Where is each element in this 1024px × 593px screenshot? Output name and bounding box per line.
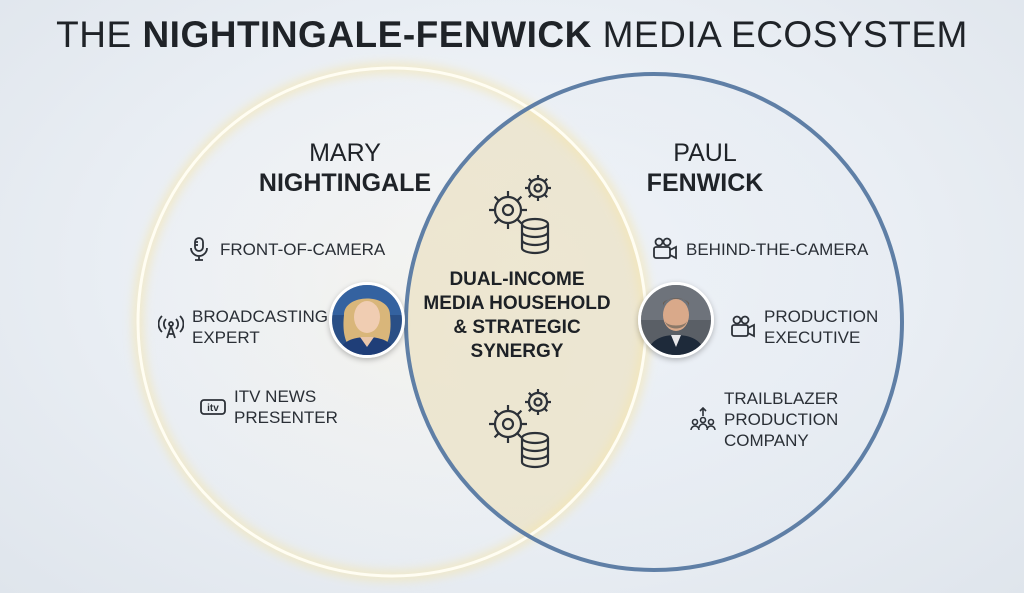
paul-fenwick-avatar <box>638 282 714 358</box>
itv-logo-icon: itv <box>200 399 226 415</box>
gears-coins-icon <box>489 389 551 469</box>
right-circle-ring <box>404 72 904 572</box>
page-title: THE NIGHTINGALE-FENWICK MEDIA ECOSYSTEM <box>56 14 968 55</box>
left-item-front-of-camera: FRONT-OF-CAMERA <box>186 236 385 262</box>
left-item-broadcasting-expert: BROADCASTING EXPERT <box>158 306 328 348</box>
intersection-fill <box>406 74 646 570</box>
video-camera-icon <box>653 237 677 260</box>
left-item-itv-news-presenter: itv ITV NEWS PRESENTER <box>200 386 338 428</box>
broadcast-antenna-icon <box>158 315 184 339</box>
team-growth-icon <box>690 406 716 430</box>
microphone-icon <box>190 237 208 261</box>
left-first-name: MARY <box>309 139 381 167</box>
right-person-name: PAUL FENWICK <box>590 138 820 198</box>
svg-text:itv: itv <box>207 403 219 414</box>
right-item-trailblazer-production-company: TRAILBLAZER PRODUCTION COMPANY <box>690 388 838 451</box>
video-camera-icon <box>731 315 755 338</box>
gears-coins-icon <box>489 175 551 255</box>
right-item-production-executive: PRODUCTION EXECUTIVE <box>730 306 878 348</box>
mary-nightingale-avatar <box>329 282 405 358</box>
intersection-label: DUAL-INCOME MEDIA HOUSEHOLD & STRATEGIC … <box>423 269 611 362</box>
right-last-name: FENWICK <box>646 169 764 197</box>
left-person-name: MARY NIGHTINGALE <box>230 138 460 198</box>
left-last-name: NIGHTINGALE <box>258 169 432 197</box>
right-item-behind-the-camera: BEHIND-THE-CAMERA <box>652 236 868 262</box>
right-first-name: PAUL <box>673 139 737 167</box>
